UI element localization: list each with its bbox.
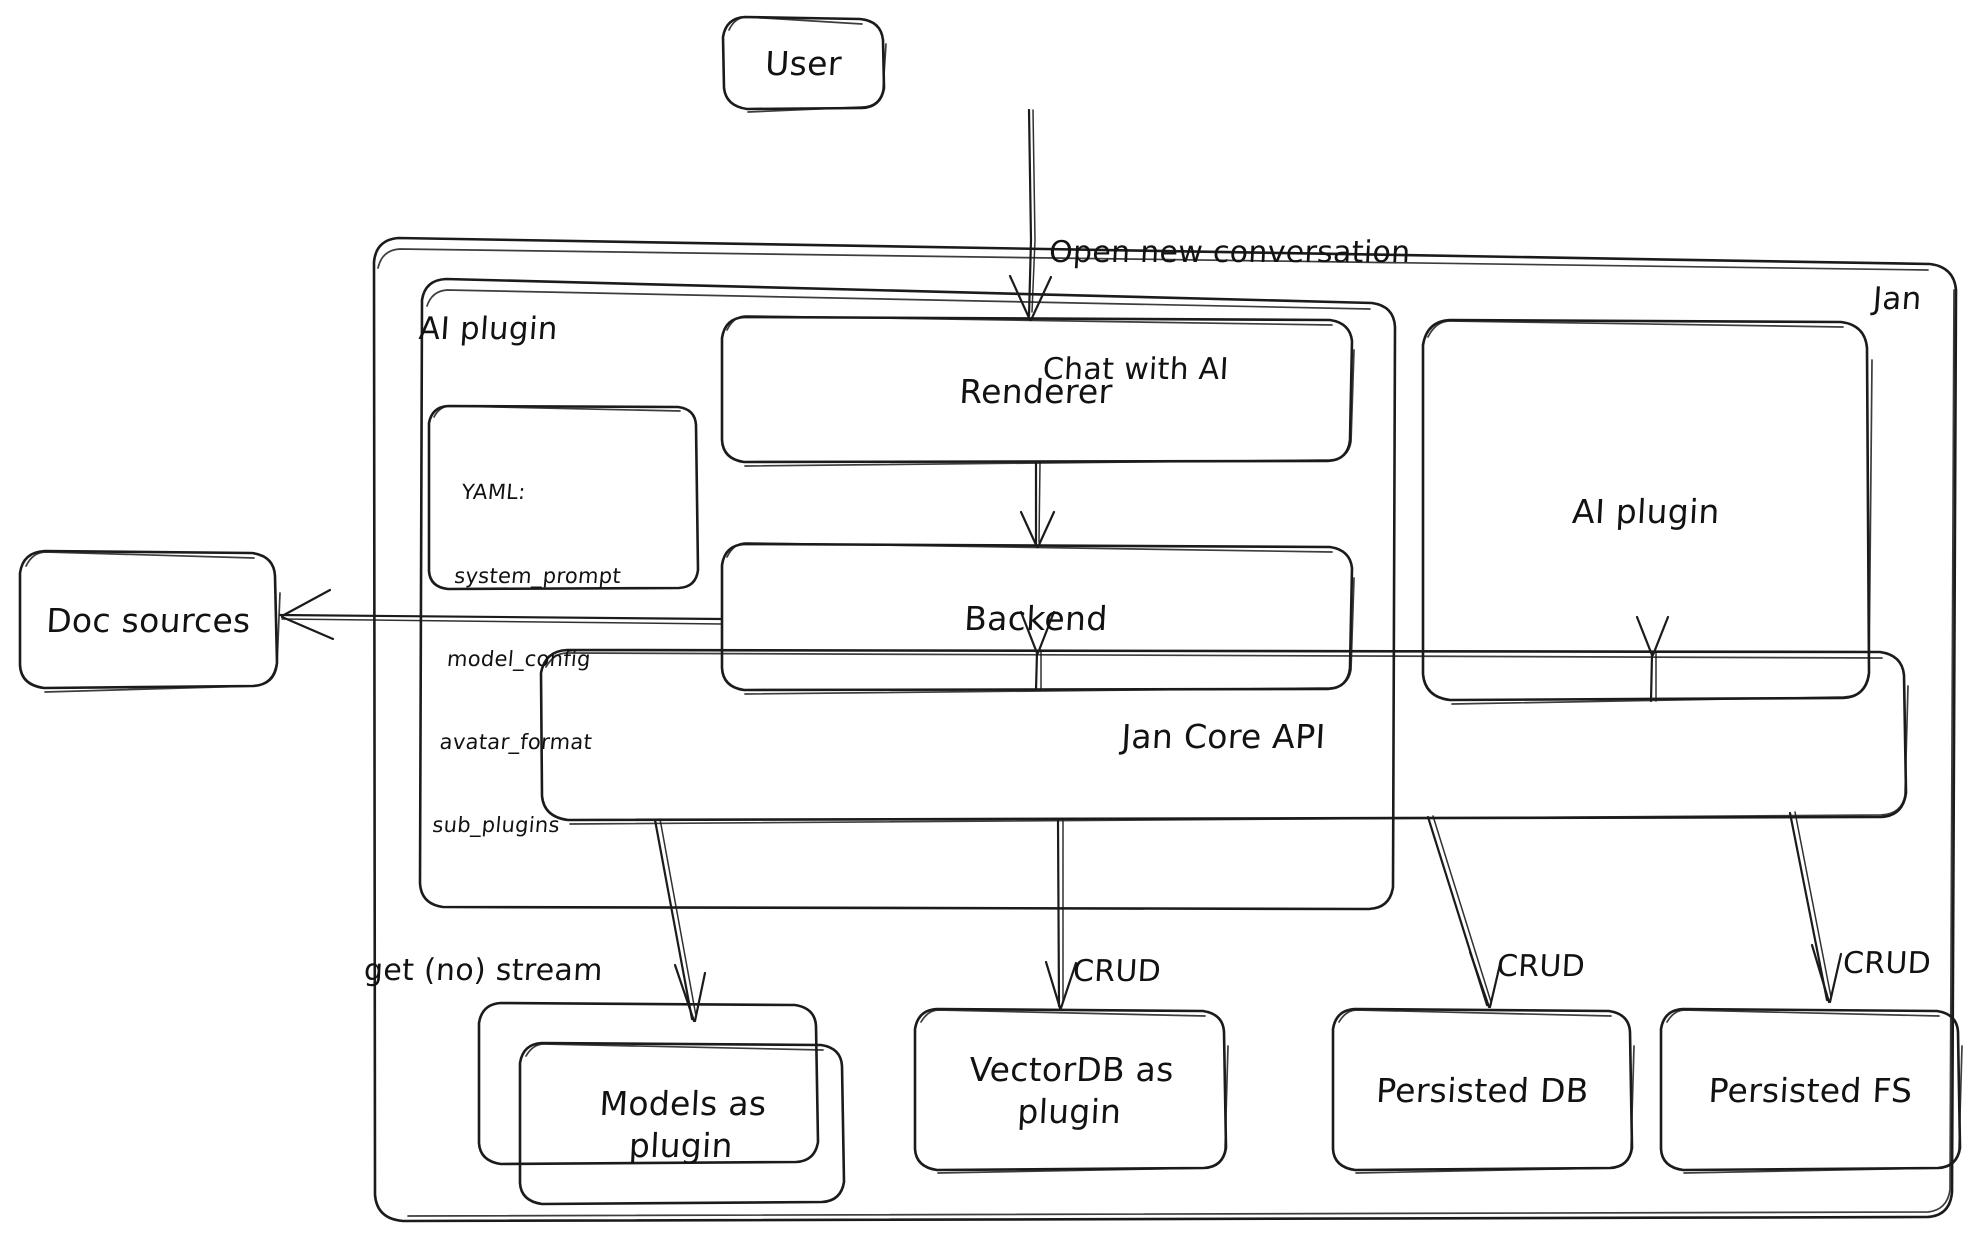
node-persisted-db-label: Persisted DB (1375, 1071, 1590, 1110)
node-backend-shape[interactable] (720, 542, 1355, 695)
node-ai-plugin-shape[interactable] (1421, 318, 1873, 705)
edge-label-crud-vectordb: CRUD (1072, 954, 1162, 989)
edge-renderer-to-backend (1019, 461, 1056, 549)
yaml-note-header: YAML: (460, 480, 527, 505)
edge-jan-core-api-to-persisted-fs (1788, 811, 1843, 1004)
node-yaml-note-shape (427, 404, 700, 591)
node-doc-sources-shape[interactable] (18, 549, 281, 693)
edge-label-line2: Chat with AI (1042, 352, 1230, 387)
container-ai-plugin-group-label: AI plugin (417, 311, 560, 347)
edge-jan-core-api-to-models (653, 818, 707, 1023)
node-persisted-fs-label: Persisted FS (1707, 1071, 1914, 1110)
edge-label-crud-persisted-db: CRUD (1496, 949, 1586, 984)
node-models-as-plugin-shape[interactable] (477, 1001, 846, 1206)
node-ai-plugin-label: AI plugin (1571, 491, 1721, 531)
node-user-shape[interactable] (721, 15, 887, 113)
node-jan-core-api-label: Jan Core API (1120, 716, 1327, 756)
edge-label-get-no-stream: get (no) stream (363, 953, 604, 988)
edge-label-user-to-renderer: Open new conversation Chat with AI (1038, 155, 1416, 467)
node-vectordb-as-plugin-shape[interactable] (913, 1007, 1229, 1174)
container-jan-label: Jan (1871, 281, 1923, 317)
edge-jan-core-api-to-persisted-db (1426, 815, 1503, 1009)
node-user-label: User (764, 43, 843, 83)
edge-label-line1: Open new conversation (1048, 235, 1412, 270)
edge-label-crud-persisted-fs: CRUD (1842, 946, 1932, 981)
edge-backend-to-jan-core-api (1019, 610, 1056, 692)
yaml-note-key-0: system_prompt (453, 563, 623, 588)
node-jan-core-api-shape[interactable] (539, 648, 1909, 825)
models-as-plugin-line2: plugin (627, 1125, 734, 1165)
vectordb-as-plugin-line2: plugin (1016, 1091, 1123, 1131)
container-jan (372, 236, 1958, 1223)
yaml-note-key-3: sub_plugins (431, 813, 561, 838)
edge-ai-plugin-to-jan-core-api (1635, 615, 1670, 703)
node-doc-sources-label: Doc sources (45, 601, 252, 640)
container-ai-plugin-group (418, 277, 1397, 911)
yaml-note-key-2: avatar_format (438, 729, 594, 754)
models-as-plugin-line1: Models as (598, 1084, 768, 1124)
edge-user-to-renderer (1008, 108, 1053, 322)
edge-jan-core-api-to-vectordb (1044, 819, 1078, 1010)
node-models-as-plugin-label: Models as plugin (516, 1045, 848, 1204)
node-vectordb-as-plugin-label: VectorDB as plugin (911, 1011, 1230, 1170)
node-renderer-shape[interactable] (720, 315, 1355, 467)
edge-backend-to-doc-sources (278, 588, 724, 641)
node-persisted-db-shape[interactable] (1331, 1007, 1635, 1174)
yaml-note-key-1: model_config (446, 646, 592, 671)
vectordb-as-plugin-line1: VectorDB as (968, 1050, 1175, 1090)
node-persisted-fs-shape[interactable] (1659, 1007, 1963, 1174)
